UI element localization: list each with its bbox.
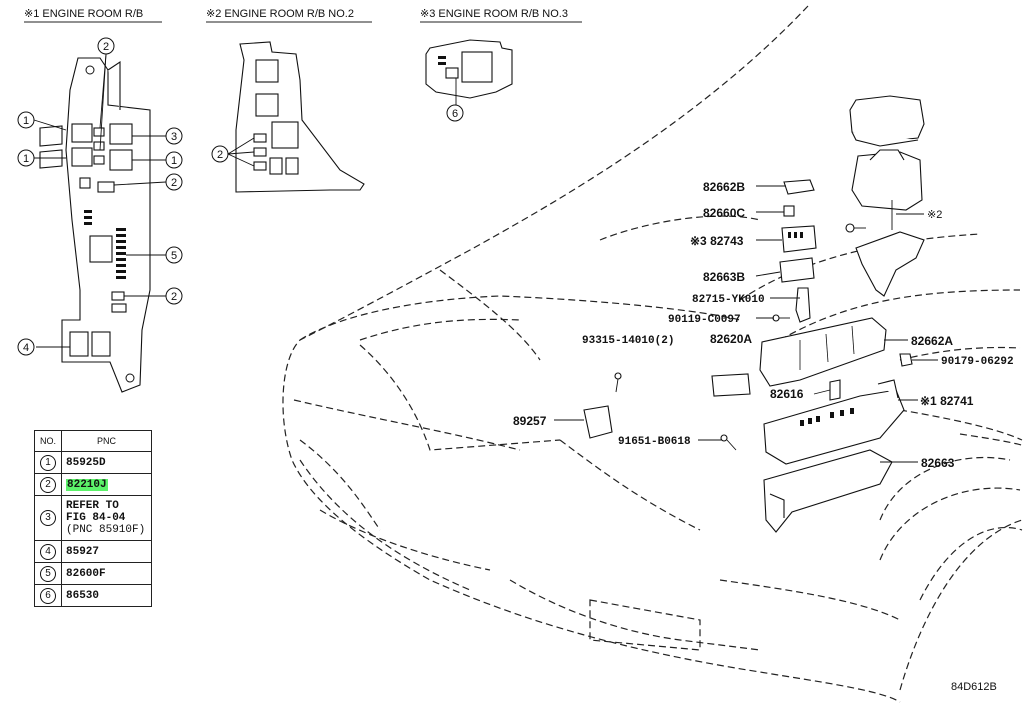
- table-header-row: NO. PNC: [34, 430, 152, 452]
- label-91651-B0618: 91651-B0618: [618, 436, 691, 448]
- callout-3: 3: [165, 127, 183, 145]
- label-82743: ※3 82743: [690, 234, 744, 248]
- row-pnc-line: FIG 84-04: [66, 512, 126, 524]
- svg-text:6: 6: [452, 108, 458, 120]
- col-no-header: NO.: [34, 430, 62, 452]
- parts-engine-bay: [583, 95, 925, 533]
- table-row: 1 85925D: [34, 451, 152, 474]
- label-82741: ※1 82741: [920, 394, 974, 408]
- callout-2-right: 2: [165, 173, 183, 191]
- svg-text:5: 5: [171, 250, 177, 262]
- svg-text:2: 2: [171, 177, 177, 189]
- label-82616: 82616: [770, 387, 804, 401]
- table-row: 2 82210J: [34, 473, 152, 496]
- callout-1-right: 1: [165, 151, 183, 169]
- table-row: 3 REFER TO FIG 84-04 (PNC 85910F): [34, 495, 152, 541]
- svg-text:2: 2: [217, 149, 223, 161]
- row-pnc-line: (PNC 85910F): [66, 524, 146, 536]
- col-pnc-header: PNC: [61, 430, 152, 452]
- header-engine-room-rb: ※1 ENGINE ROOM R/B: [24, 8, 143, 20]
- label-82660C: 82660C: [703, 206, 745, 220]
- callout-1-mid: 1: [17, 149, 35, 167]
- row-no: 2: [40, 476, 56, 493]
- svg-text:2: 2: [103, 41, 109, 53]
- header-engine-room-rb-no3: ※3 ENGINE ROOM R/B NO.3: [420, 8, 568, 20]
- row-no: 3: [40, 510, 56, 526]
- row-pnc: 85927: [66, 545, 100, 558]
- svg-text:1: 1: [23, 153, 29, 165]
- label-82620A: 82620A: [710, 332, 752, 346]
- svg-text:1: 1: [171, 155, 177, 167]
- row-pnc: 86530: [66, 589, 100, 602]
- label-93315-14010: 93315-14010(2): [582, 335, 674, 347]
- engine-room-rb-no3-drawing: [425, 39, 513, 106]
- label-leaders: [554, 185, 938, 463]
- callout-6: 6: [446, 104, 464, 122]
- figure-code: 84D612B: [951, 681, 997, 693]
- row-pnc-line: REFER TO: [66, 500, 119, 512]
- row-no: 4: [40, 543, 56, 560]
- label-82663: 82663: [921, 456, 955, 470]
- row-pnc: 85925D: [66, 456, 106, 469]
- table-row: 6 86530: [34, 584, 152, 607]
- table-row: 5 82600F: [34, 562, 152, 585]
- row-no: 6: [40, 587, 56, 604]
- pnc-table: NO. PNC 1 85925D 2 82210J 3 REFER TO FIG…: [34, 430, 152, 607]
- label-82662B: 82662B: [703, 180, 745, 194]
- callout-2-rb2: 2: [211, 145, 229, 163]
- label-82715-YK010: 82715-YK010: [692, 294, 765, 306]
- row-pnc-highlighted[interactable]: 82210J: [66, 478, 108, 491]
- vehicle-outline: [282, 5, 1024, 703]
- svg-text:3: 3: [171, 131, 177, 143]
- row-no: 1: [40, 454, 56, 471]
- header-engine-room-rb-no2: ※2 ENGINE ROOM R/B NO.2: [206, 8, 354, 20]
- row-no: 5: [40, 565, 56, 582]
- label-90119-C0097: 90119-C0097: [668, 314, 741, 326]
- label-90179-06292: 90179-06292: [941, 356, 1014, 368]
- row-pnc: 82600F: [66, 567, 106, 580]
- engine-room-rb-no2-drawing: [227, 41, 365, 193]
- callout-2-lower: 2: [165, 287, 183, 305]
- label-82662A: 82662A: [911, 334, 953, 348]
- svg-text:4: 4: [23, 342, 29, 354]
- callout-1-top: 1: [17, 111, 35, 129]
- label-89257: 89257: [513, 414, 547, 428]
- svg-text:1: 1: [23, 115, 29, 127]
- engine-room-rb-drawing: [33, 53, 167, 393]
- svg-text:2: 2: [171, 291, 177, 303]
- table-row: 4 85927: [34, 540, 152, 563]
- label-82663B: 82663B: [703, 270, 745, 284]
- callout-4: 4: [17, 338, 35, 356]
- callout-5: 5: [165, 246, 183, 264]
- label-ref-2: ※2: [927, 209, 942, 221]
- callout-2-top: 2: [97, 37, 115, 55]
